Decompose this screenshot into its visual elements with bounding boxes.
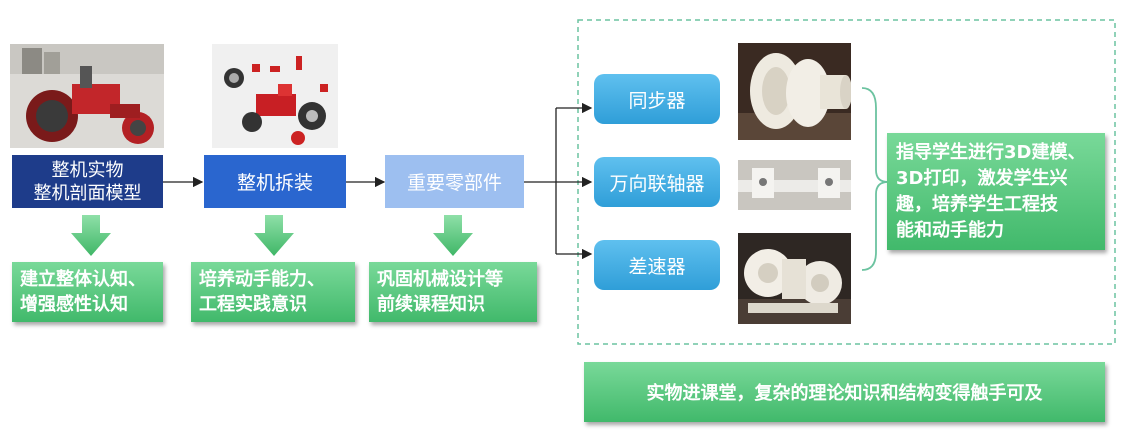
down-arrow-1 [71,215,111,256]
down-arrow-2 [254,215,294,256]
outcome-box-2: 培养动手能力、 工程实践意识 [191,262,355,322]
part-differential-label: 差速器 [628,255,686,278]
step-whole-machine: 整机实物 整机剖面模型 [12,155,163,208]
outcome-2-line1: 培养动手能力、 [199,269,325,290]
guidance-box: 指导学生进行3D建模、 3D打印，激发学生兴 趣，培养学生工程技 能和动手能力 [887,133,1105,250]
part-synchronizer: 同步器 [594,74,720,124]
tractor-photo [10,44,164,148]
part-universal-joint-label: 万向联轴器 [609,172,705,195]
part-synchronizer-label: 同步器 [628,89,686,112]
bottom-banner: 实物进课堂，复杂的理论知识和结构变得触手可及 [584,362,1105,422]
guidance-line-4: 能和动手能力 [896,219,1004,241]
outcome-box-3: 巩固机械设计等 前续课程知识 [369,262,537,322]
outcome-3-line2: 前续课程知识 [377,294,485,315]
differential-photo [738,233,851,324]
guidance-line-2: 3D打印，激发学生兴 [896,167,1068,189]
step-disassembly: 整机拆装 [204,155,346,208]
bottom-banner-label: 实物进课堂，复杂的理论知识和结构变得触手可及 [646,383,1043,404]
outcome-1-line1: 建立整体认知、 [20,269,146,290]
step-whole-machine-line2: 整机剖面模型 [33,182,142,204]
step-whole-machine-line1: 整机实物 [51,159,124,181]
synchronizer-photo [738,43,851,140]
outcome-3-line1: 巩固机械设计等 [377,269,503,290]
exploded-view-photo [212,44,338,148]
part-differential: 差速器 [594,240,720,290]
outcome-box-1: 建立整体认知、 增强感性认知 [12,262,163,322]
part-universal-joint: 万向联轴器 [594,157,720,207]
step-disassembly-label: 整机拆装 [236,172,313,194]
outcome-1-line2: 增强感性认知 [20,294,128,315]
step-key-parts-label: 重要零部件 [406,172,502,194]
down-arrow-3 [433,215,473,256]
universal-joint-photo [738,160,851,210]
guidance-line-1: 指导学生进行3D建模、 [896,141,1086,163]
guidance-line-3: 趣，培养学生工程技 [896,193,1058,215]
step-key-parts: 重要零部件 [385,155,524,208]
outcome-2-line2: 工程实践意识 [199,294,307,315]
